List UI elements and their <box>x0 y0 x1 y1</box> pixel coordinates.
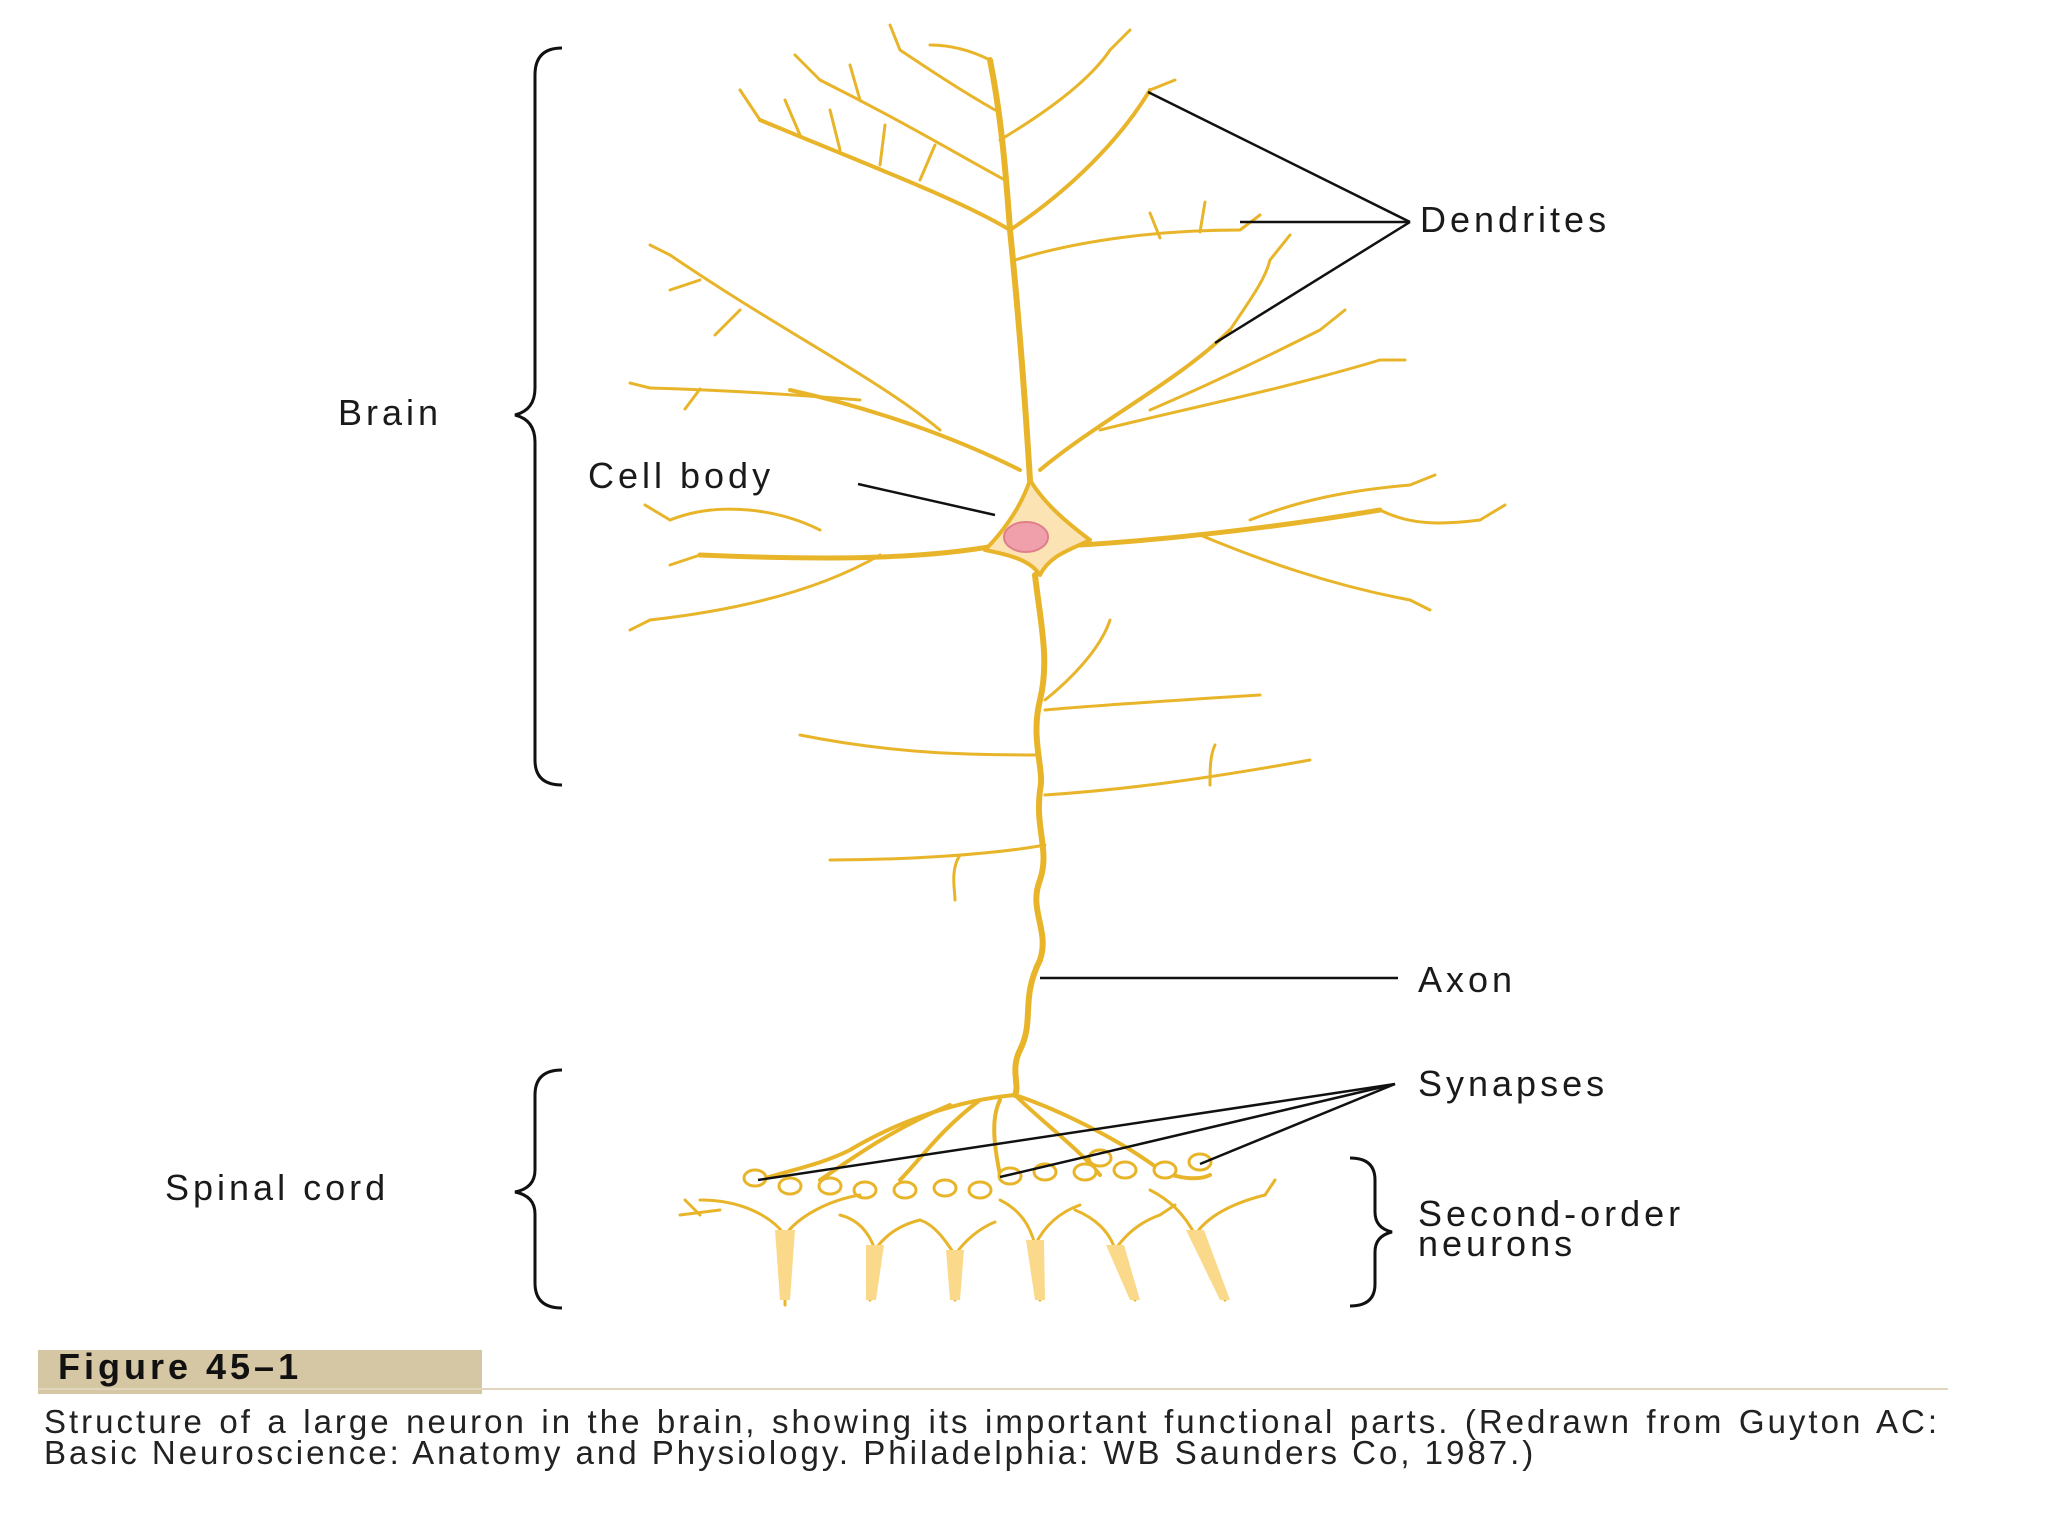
synapses-label: Synapses <box>1418 1063 1608 1104</box>
figure-label: Figure 45–1 <box>58 1346 302 1388</box>
dendrites-leader-3 <box>1215 222 1410 343</box>
dendrites-label: Dendrites <box>1420 199 1610 240</box>
figure-caption: Structure of a large neuron in the brain… <box>44 1406 1940 1468</box>
spinal-cord-bracket <box>515 1070 562 1308</box>
brain-label: Brain <box>338 392 442 433</box>
spinal-cord-label: Spinal cord <box>165 1167 389 1208</box>
neuron-diagram: Dendrites Brain Cell body Axon Synapses … <box>0 0 2048 1340</box>
dendrites-leader-1 <box>1148 92 1410 222</box>
cell-body-label: Cell body <box>588 455 774 496</box>
axon-label: Axon <box>1418 959 1516 1000</box>
brain-bracket <box>515 48 562 785</box>
second-order-bracket <box>1350 1158 1392 1306</box>
figure-rule <box>38 1388 1948 1390</box>
second-order-label-line2: neurons <box>1418 1223 1576 1264</box>
cell-body-leader <box>858 484 995 515</box>
nucleus <box>1004 522 1048 552</box>
leader-lines <box>758 92 1410 1180</box>
neuron-illustration <box>630 25 1505 1305</box>
